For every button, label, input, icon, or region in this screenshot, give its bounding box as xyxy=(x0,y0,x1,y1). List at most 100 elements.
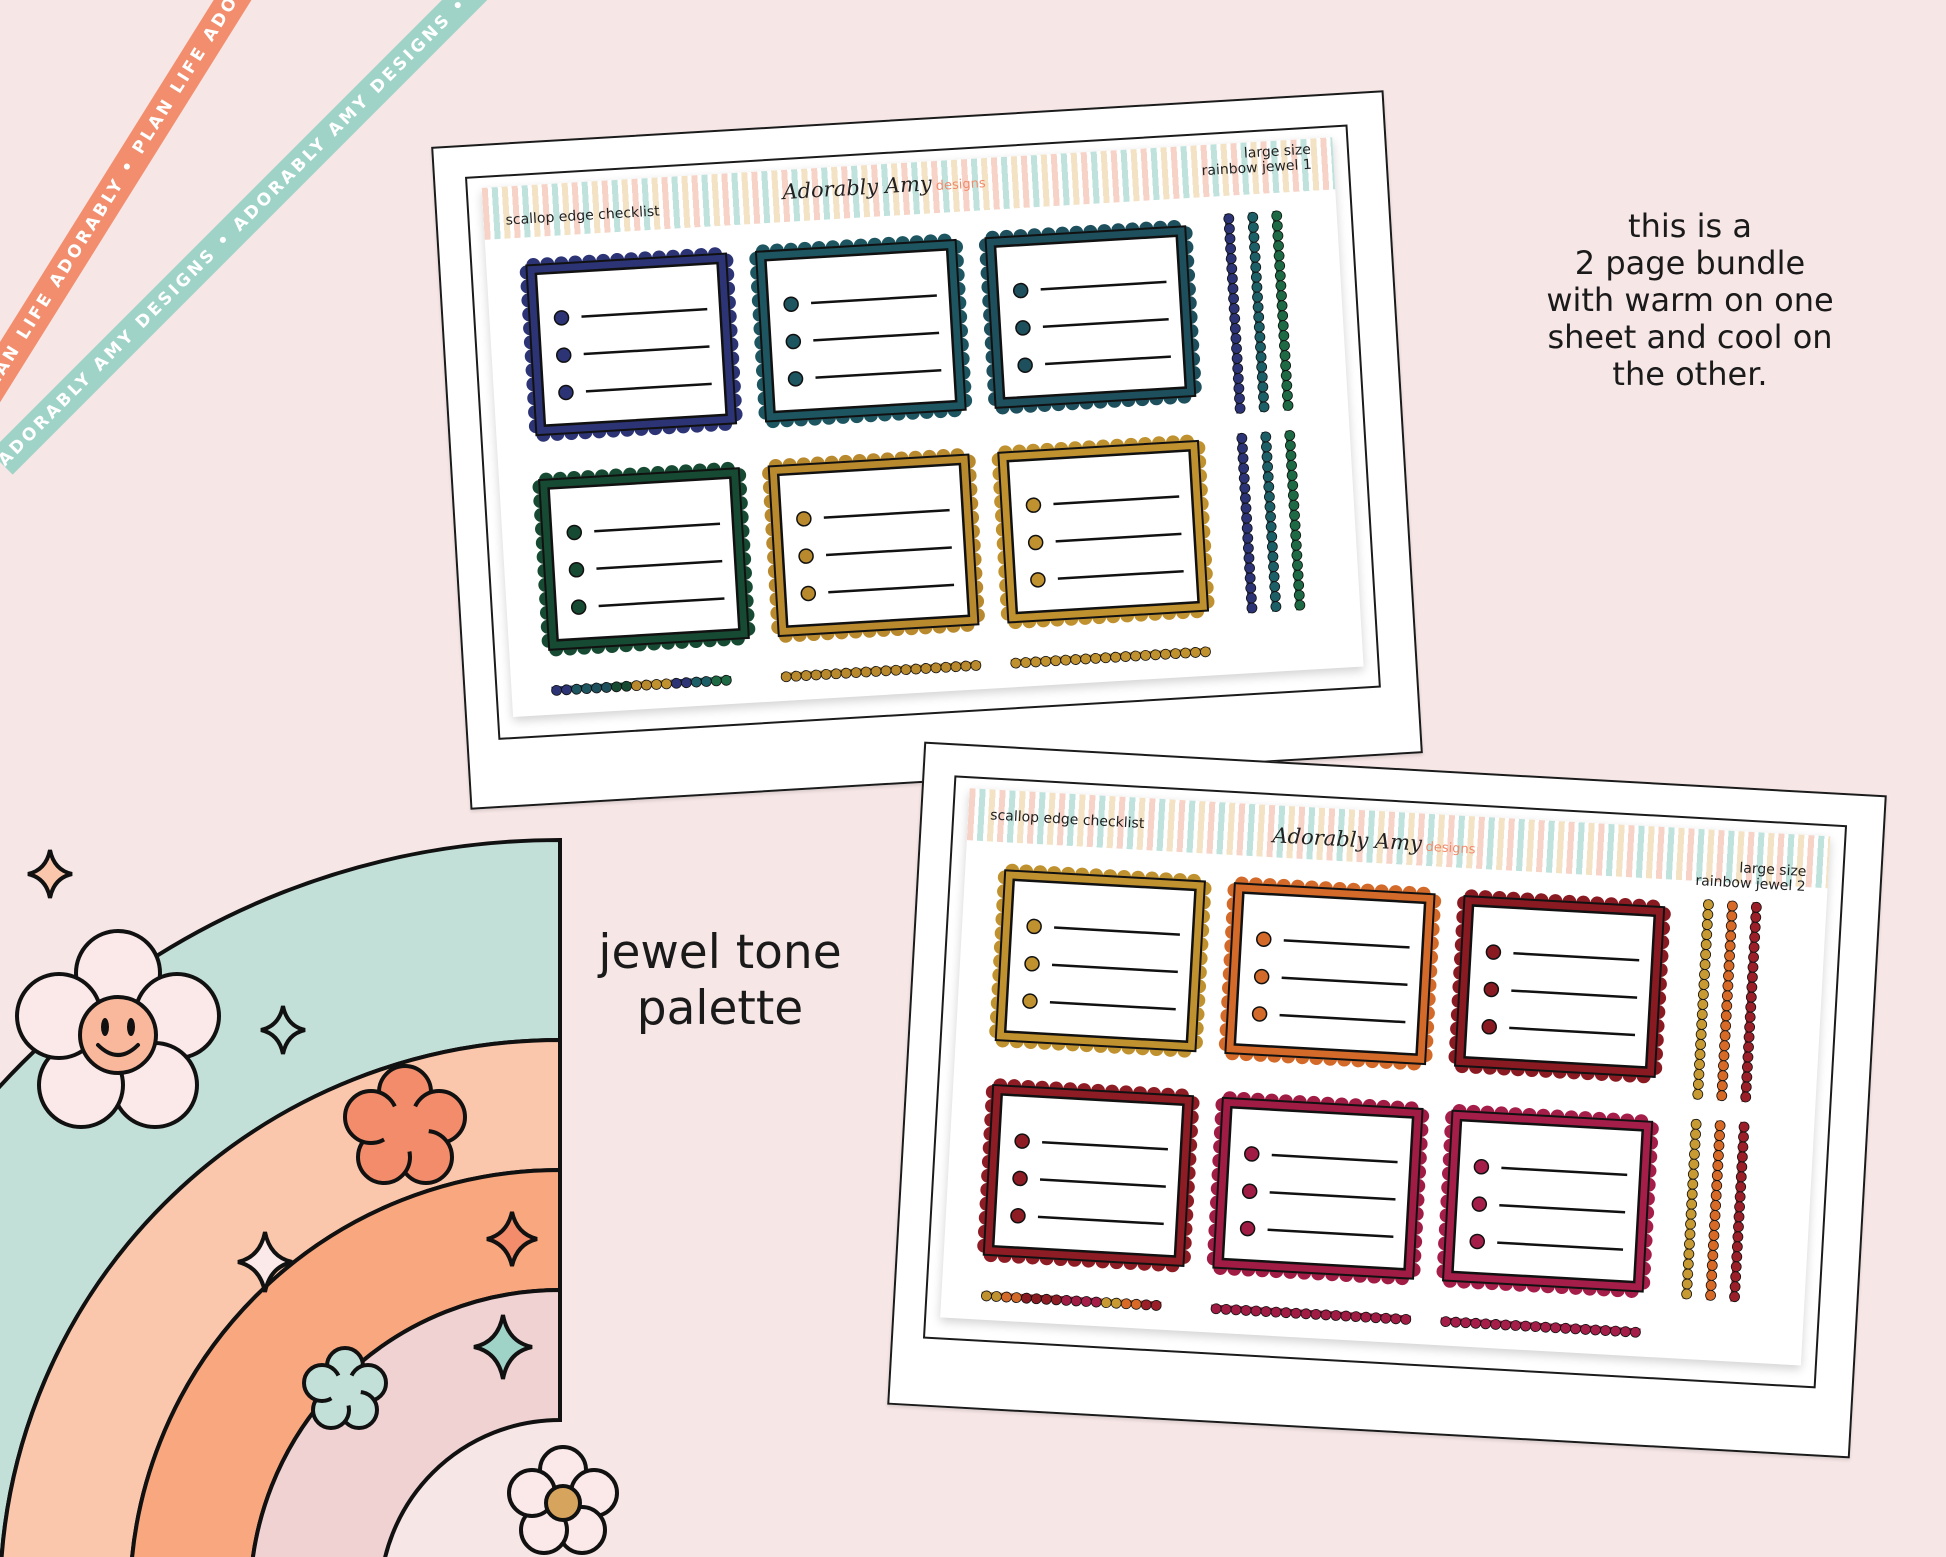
checklist-sticker xyxy=(1436,1104,1659,1298)
bullet-dot xyxy=(1485,944,1502,960)
checklist-line xyxy=(585,382,712,393)
checklist-sticker-grid xyxy=(977,863,1762,1338)
checklist-sticker xyxy=(762,448,985,643)
scallop-strip xyxy=(1260,431,1282,612)
scallop-strip xyxy=(1705,1120,1726,1301)
checklist-line xyxy=(1283,939,1410,949)
checklist-line xyxy=(815,368,942,379)
checklist-line xyxy=(1509,1026,1636,1037)
checklist-sticker xyxy=(519,247,743,442)
sparkle-icon xyxy=(260,1005,306,1055)
scallop-strip xyxy=(1140,1299,1162,1311)
checklist-line xyxy=(1513,951,1640,962)
checklist-sticker xyxy=(978,219,1202,415)
checklist-sticker xyxy=(991,434,1215,630)
checklist-sticker-grid xyxy=(519,210,1306,696)
scallop-strip xyxy=(1236,432,1258,614)
bullet-dot xyxy=(1027,534,1044,551)
bullet-dot xyxy=(1253,968,1270,985)
plan-life-adorably-ribbon: PLAN LIFE ADORABLY • PLAN LIFE ADORABLY … xyxy=(0,0,379,407)
checklist-sticker xyxy=(1448,889,1671,1084)
scallop-strip xyxy=(1080,1296,1102,1308)
bullet-dot xyxy=(1025,497,1042,513)
sparkle-icon xyxy=(486,1211,538,1267)
bullet-dot xyxy=(1256,931,1272,948)
bullet-dot xyxy=(1017,357,1033,373)
bullet-dot xyxy=(1239,1220,1256,1237)
bullet-dot xyxy=(1024,956,1040,972)
bullet-dot xyxy=(1473,1159,1490,1175)
scallop-strip xyxy=(1284,430,1306,611)
scallop-strip xyxy=(1020,1292,1042,1305)
checklist-line xyxy=(1042,1140,1168,1151)
rainbow-illustration xyxy=(0,837,619,1557)
scallop-strip xyxy=(1271,210,1294,411)
bullet-dot xyxy=(1251,1006,1268,1022)
checklist-sticker xyxy=(749,233,973,429)
bullet-dot xyxy=(783,296,799,312)
checklist-line xyxy=(823,508,950,519)
scallop-strip xyxy=(1210,1303,1412,1325)
bundle-note-line: with warm on one xyxy=(1546,281,1834,319)
bullet-dot xyxy=(1481,1019,1497,1035)
bullet-dot xyxy=(1030,572,1046,588)
bullet-dot xyxy=(568,562,585,578)
scallop-strip xyxy=(571,683,592,695)
checklist-line xyxy=(594,522,721,533)
palette-label-line: jewel tone xyxy=(598,925,842,980)
scallop-strip xyxy=(780,660,982,683)
orange-flower-icon xyxy=(343,1064,467,1185)
scallop-strip xyxy=(1740,901,1762,1103)
scallop-strip xyxy=(631,679,652,692)
scallop-strip xyxy=(1060,1295,1082,1307)
bullet-dot xyxy=(566,524,583,541)
bullet-dot xyxy=(1483,981,1500,998)
ribbon-orange-text: PLAN LIFE ADORABLY • PLAN LIFE ADORABLY … xyxy=(0,0,379,404)
bullet-dot xyxy=(1471,1196,1488,1212)
bullet-dot xyxy=(558,384,574,401)
scallop-strip xyxy=(1692,899,1714,1100)
checklist-line xyxy=(811,294,937,305)
checklist-sticker xyxy=(1218,876,1442,1071)
scallop-strip xyxy=(1716,900,1738,1102)
bullet-dot xyxy=(796,511,812,527)
bullet-dot xyxy=(1010,1208,1026,1224)
checklist-line xyxy=(1051,963,1178,974)
checklist-line xyxy=(813,331,940,342)
scallop-strip xyxy=(611,680,632,693)
checklist-line xyxy=(1267,1228,1394,1239)
scallop-strip xyxy=(690,676,712,688)
checklist-line xyxy=(1271,1153,1398,1164)
checklist-sticker xyxy=(977,1078,1200,1273)
bullet-dot xyxy=(1241,1183,1258,1200)
palette-label: jewel tone palette xyxy=(560,925,880,1037)
checklist-line xyxy=(583,345,710,356)
scallop-strip xyxy=(1100,1297,1122,1309)
scallop-strip xyxy=(670,677,692,689)
scallop-strip xyxy=(981,1290,1002,1302)
scallop-strip xyxy=(1729,1121,1750,1303)
scallop-strip xyxy=(1223,213,1246,414)
checklist-line xyxy=(1501,1166,1628,1177)
checklist-line xyxy=(1042,317,1169,328)
checklist-line xyxy=(596,559,723,570)
bullet-dot xyxy=(1012,282,1029,299)
bullet-dot xyxy=(1244,1146,1260,1162)
checklist-line xyxy=(1281,976,1408,987)
checklist-line xyxy=(1511,989,1638,999)
checklist-line xyxy=(1049,1000,1176,1011)
checklist-sticker xyxy=(532,461,756,657)
checklist-line xyxy=(1499,1203,1626,1214)
checklist-line xyxy=(1037,1215,1164,1226)
checklist-line xyxy=(581,307,708,318)
bullet-dot xyxy=(798,548,814,564)
scallop-strip xyxy=(551,684,572,696)
checklist-line xyxy=(1040,280,1167,291)
bullet-dot xyxy=(1022,993,1038,1009)
checklist-sticker xyxy=(1206,1091,1430,1286)
sparkle-icon xyxy=(27,849,73,899)
bundle-note-line: sheet and cool on xyxy=(1547,318,1833,356)
